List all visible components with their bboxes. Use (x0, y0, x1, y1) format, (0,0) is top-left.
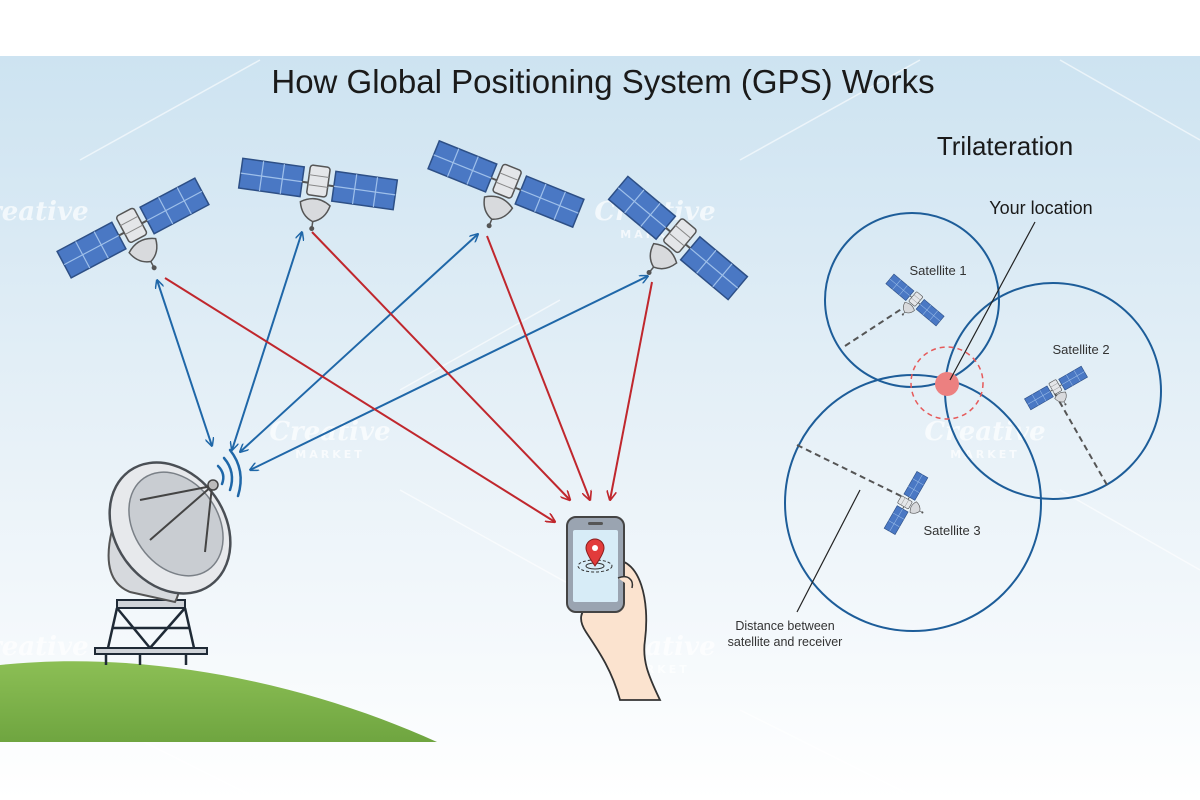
watermark-sub: MARKET (295, 448, 364, 461)
ground-station-dish-icon (94, 461, 232, 665)
trilateration-diagram: Satellite 1 Satellite 2 Satellite 3 Your… (728, 198, 1162, 649)
uplink-arrow-sat1 (157, 280, 212, 446)
watermark-brand: Creative (0, 632, 89, 662)
distance-label-line-2: satellite and receiver (728, 635, 843, 649)
your-location-label: Your location (989, 198, 1092, 218)
distance-leader (796, 489, 861, 613)
ground-hill (0, 661, 437, 742)
page-title: How Global Positioning System (GPS) Work… (271, 63, 934, 100)
location-uncertainty-ring (910, 346, 984, 420)
watermark-sub: MARKET (295, 22, 364, 35)
satellite-3-label: Satellite 3 (923, 523, 980, 538)
watermark-sub: MARKET (950, 448, 1019, 461)
downlink-arrows (164, 231, 653, 522)
downlink-arrow-sat3 (486, 235, 590, 500)
watermark-brand: Creative (924, 0, 1045, 21)
downlink-arrow-sat4 (610, 281, 653, 500)
trilateration-heading: Trilateration (937, 131, 1073, 161)
dish-tower (94, 599, 208, 665)
watermark-brand: Creative (269, 0, 390, 21)
distance-lines (796, 305, 1108, 498)
downlink-arrow-sat2 (311, 231, 570, 500)
dish-feed-arms (139, 485, 213, 553)
map-pin-icon (577, 538, 613, 573)
smartphone-receiver (566, 516, 662, 701)
thumb (617, 576, 634, 589)
downlink-arrow-sat1 (164, 277, 555, 522)
watermark-brand: Creative (924, 417, 1045, 447)
signal-waves-icon (216, 448, 242, 498)
satellite-2-label: Satellite 2 (1052, 342, 1109, 357)
watermark-brand: Creative (0, 197, 89, 227)
location-marker (935, 372, 959, 396)
range-circle-1 (824, 212, 1000, 388)
watermark-sub: MARKET (950, 22, 1019, 35)
distance-label-line-1: Distance between (735, 619, 834, 633)
your-location-leader (949, 221, 1036, 381)
satellite-1-label: Satellite 1 (909, 263, 966, 278)
range-circle-3 (784, 374, 1042, 632)
